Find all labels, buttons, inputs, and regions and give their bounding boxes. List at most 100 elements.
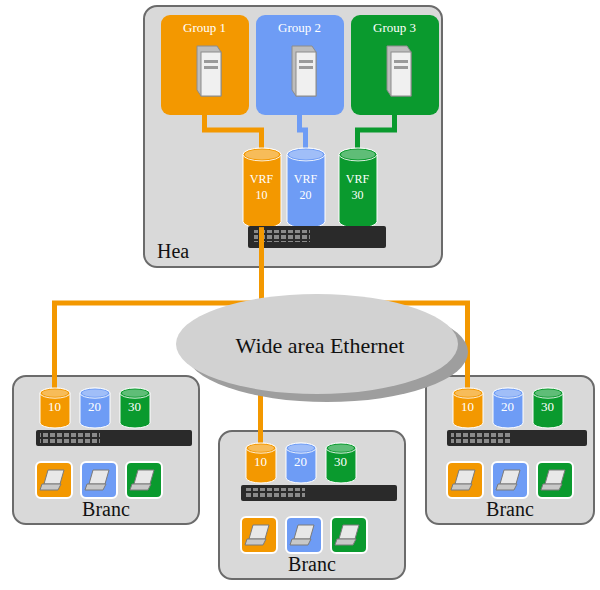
text-stack: 30	[541, 399, 554, 416]
text-stack: Group 1	[183, 21, 226, 36]
cylinder-top-shine	[455, 389, 481, 396]
laptop-screen	[89, 470, 109, 484]
laptop-tile	[81, 462, 117, 498]
cylinder-top-shine	[248, 444, 274, 451]
vrf-label: 30	[541, 399, 554, 416]
laptop-screen	[455, 470, 475, 484]
server-group-box: Group 3	[351, 15, 439, 115]
illustration-part	[387, 46, 411, 96]
cylinder-top	[287, 148, 325, 161]
cloud-body	[176, 294, 458, 394]
cylinder-body	[243, 148, 281, 228]
illustration-part	[204, 66, 218, 69]
illustration-part	[197, 46, 221, 96]
vrf-cylinder: 30	[533, 388, 563, 428]
cylinder-top-shine	[82, 389, 108, 396]
illustration-part	[245, 488, 305, 498]
text-stack: 20	[294, 454, 307, 471]
wan-cloud: Wide area Ethernet	[175, 292, 465, 400]
cylinder-top-shine	[535, 389, 561, 396]
cylinder-body	[246, 443, 276, 483]
network-switch	[36, 226, 587, 501]
cylinder-body	[286, 443, 316, 483]
laptop-tile	[286, 517, 322, 553]
text-stack: 20	[501, 399, 514, 416]
site-label: Hea	[157, 240, 189, 263]
cylinder-body	[120, 388, 150, 428]
cylinder-top	[533, 388, 563, 398]
link-line	[358, 115, 395, 148]
text-stack: 20	[88, 399, 101, 416]
junction-dot	[259, 300, 265, 306]
illustration-part	[40, 433, 100, 443]
cylinder-top	[453, 388, 483, 398]
vrf-label: 20	[294, 454, 307, 471]
laptop-base	[40, 484, 61, 490]
text-stack: Group 2	[278, 21, 321, 36]
illustration-part	[394, 66, 408, 69]
laptop-tile	[447, 462, 483, 498]
illustration-part	[451, 433, 511, 443]
laptop-icon	[36, 462, 573, 553]
site-label: Branc	[82, 498, 130, 521]
site-box: Branc 10 20 30	[218, 430, 406, 580]
illustration-part	[201, 52, 221, 96]
text-stack: Hea	[157, 240, 189, 263]
cylinder-body	[326, 443, 356, 483]
text-stack: Wide area Ethernet	[230, 333, 410, 358]
text-stack: 10	[254, 454, 267, 471]
text-stack: Branc	[486, 498, 534, 521]
laptop-tile	[36, 462, 72, 498]
illustration-part	[292, 46, 316, 96]
vrf-label: 30	[128, 399, 141, 416]
group-label: Group 3	[373, 21, 416, 36]
laptop-tile	[126, 462, 162, 498]
cylinder-top-shine	[245, 149, 279, 159]
vrf-label: VRF 30	[343, 172, 373, 203]
link-line	[300, 115, 306, 148]
vrf-label: 20	[501, 399, 514, 416]
illustration-part	[254, 230, 310, 242]
cylinder-top	[40, 388, 70, 398]
server-icon	[197, 46, 411, 96]
vrf-cylinder: 20	[80, 388, 110, 428]
laptop-base	[335, 539, 356, 545]
cylinder-body	[287, 148, 325, 228]
laptop-base	[290, 539, 311, 545]
laptop-screen	[545, 470, 565, 484]
laptop-base	[130, 484, 151, 490]
vrf-label: 20	[88, 399, 101, 416]
cylinder-top	[286, 443, 316, 453]
laptop-tile	[492, 462, 528, 498]
vrf-label: 10	[48, 399, 61, 416]
cylinder-top	[243, 148, 281, 161]
site-box: Branc 10 20 30	[425, 375, 595, 525]
cylinder-top-shine	[495, 389, 521, 396]
laptop-tile	[331, 517, 367, 553]
cylinder-top-shine	[42, 389, 68, 396]
laptop-screen	[44, 470, 64, 484]
text-stack: Branc	[288, 553, 336, 576]
illustration-part	[387, 46, 411, 96]
laptop-screen	[500, 470, 520, 484]
vrf-label: 10	[461, 399, 474, 416]
illustration-part	[391, 52, 411, 96]
cylinder-body	[453, 388, 483, 428]
cylinder-top	[80, 388, 110, 398]
illustration-part	[296, 52, 316, 96]
server-group-box: Group 1	[161, 15, 249, 115]
cylinder-top	[339, 148, 377, 161]
group-label: Group 2	[278, 21, 321, 36]
cylinder-top-shine	[341, 149, 375, 159]
illustration-part	[248, 226, 386, 248]
illustration-part	[241, 485, 397, 501]
vrf-cylinder: VRF 20	[287, 148, 325, 228]
cylinder-body	[339, 148, 377, 228]
link-line	[55, 228, 262, 388]
laptop-base	[85, 484, 106, 490]
cylinder-body	[40, 388, 70, 428]
vrf-label: 10	[254, 454, 267, 471]
illustration-part	[299, 60, 313, 63]
vrf-cylinder: 20	[493, 388, 523, 428]
vrf-cylinder: 30	[326, 443, 356, 483]
